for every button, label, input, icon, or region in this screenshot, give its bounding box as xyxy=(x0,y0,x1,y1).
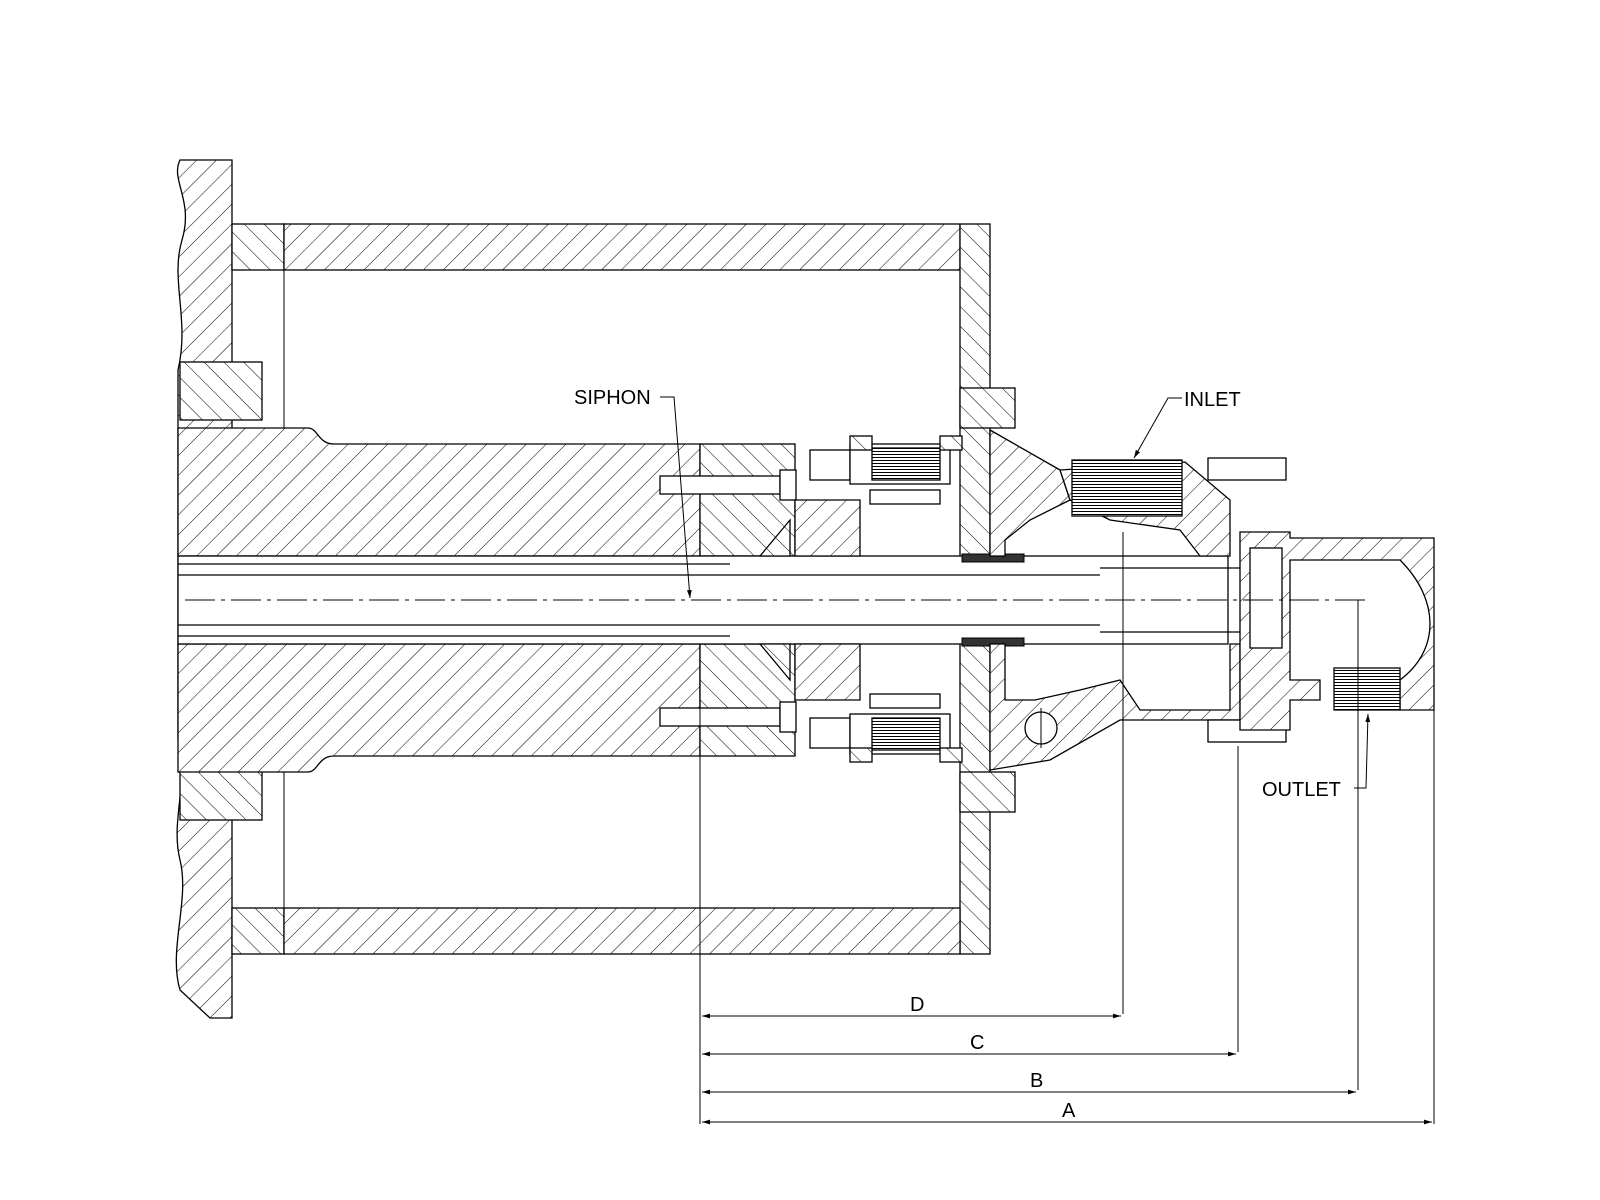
spring-assembly-top xyxy=(809,435,963,505)
spring-assembly-bottom xyxy=(809,693,963,763)
dimension-d: D xyxy=(702,994,1121,1019)
dimension-label-d: D xyxy=(910,994,924,1016)
inlet-label: INLET xyxy=(1184,389,1241,411)
dimension-label-b: B xyxy=(1030,1070,1043,1092)
outer-housing xyxy=(231,223,991,955)
journal-shaft xyxy=(177,427,796,773)
siphon-label: SIPHON xyxy=(574,387,651,409)
outlet-head xyxy=(1239,531,1435,731)
inlet-port-thread xyxy=(1071,459,1183,517)
outlet-label: OUTLET xyxy=(1262,779,1341,801)
inlet-callout: INLET xyxy=(1133,389,1241,459)
dimension-c: C xyxy=(702,1032,1236,1057)
journal-bolts xyxy=(659,469,797,733)
siphon-callout: SIPHON xyxy=(574,387,692,599)
dimension-a: A xyxy=(702,1100,1432,1125)
dimension-extension-lines xyxy=(699,532,1435,1124)
outlet-callout: OUTLET xyxy=(1262,713,1371,801)
mounting-flange xyxy=(959,387,1016,813)
dimension-label-c: C xyxy=(970,1032,984,1054)
dimension-b: B xyxy=(702,1070,1356,1095)
coupling xyxy=(758,499,861,701)
dimension-label-a: A xyxy=(1062,1100,1076,1122)
